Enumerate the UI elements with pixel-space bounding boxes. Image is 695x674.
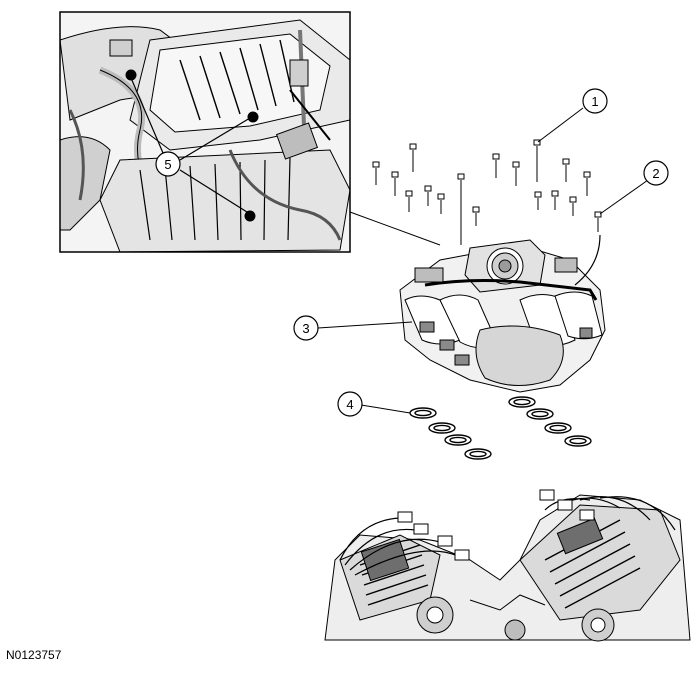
bolt <box>457 173 465 245</box>
gasket <box>564 435 592 447</box>
bolt <box>534 191 542 210</box>
callout-4-leader <box>360 404 411 414</box>
callout-2-leader <box>599 179 649 215</box>
callout-3-label: 3 <box>302 321 309 336</box>
stud-bolt <box>594 211 602 232</box>
callout-1-leader <box>537 107 584 143</box>
inset-detail-view: 5 <box>59 11 351 253</box>
bolt <box>424 185 432 206</box>
bolt <box>405 190 413 212</box>
gasket <box>409 407 437 419</box>
gasket <box>428 422 456 434</box>
bolt <box>583 171 591 196</box>
callout-4: 4 <box>337 391 363 417</box>
bolt-set <box>372 139 602 245</box>
inset-frame <box>59 11 351 253</box>
callout-3: 3 <box>293 315 319 341</box>
gasket <box>526 408 554 420</box>
callout-2-label: 2 <box>652 166 659 181</box>
figure-reference-number: N0123757 <box>6 648 62 662</box>
callout-4-label: 4 <box>346 397 353 412</box>
bolt <box>551 190 559 210</box>
bolt <box>569 196 577 216</box>
inset-leader-line <box>349 211 441 246</box>
bolt <box>472 206 480 226</box>
intake-manifold <box>317 234 606 393</box>
callout-1-label: 1 <box>591 94 598 109</box>
bolt <box>492 153 500 178</box>
callout-1: 1 <box>582 88 608 114</box>
bolt <box>533 139 541 182</box>
callout-5: 5 <box>155 151 181 177</box>
gasket <box>508 396 536 408</box>
callout-5-label: 5 <box>164 157 171 172</box>
gasket <box>464 448 492 460</box>
gasket <box>444 434 472 446</box>
callout-2: 2 <box>643 160 669 186</box>
engine-block <box>324 489 691 642</box>
gasket <box>544 422 572 434</box>
bolt <box>391 171 399 196</box>
bolt <box>512 161 520 186</box>
bolt <box>409 143 417 172</box>
gasket-set <box>409 396 592 460</box>
bolt <box>562 158 570 182</box>
bolt <box>372 161 380 185</box>
bolt <box>437 193 445 214</box>
